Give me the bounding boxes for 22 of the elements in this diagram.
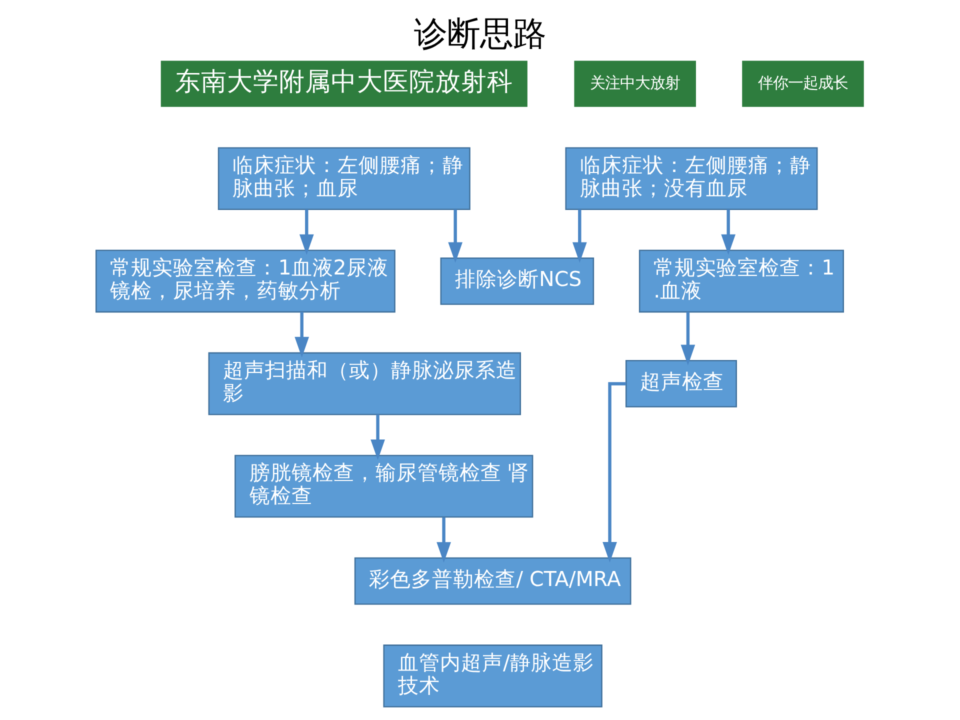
node-box: 超声扫描和（或）静脉泌尿系造影: [208, 352, 522, 416]
arrow: [370, 414, 385, 460]
node-box: 膀胱镜检查，输尿管镜检查 肾镜检查: [234, 454, 534, 518]
arrow: [448, 209, 463, 263]
arrow: [436, 517, 451, 563]
diagram-title: 诊断思路: [414, 14, 546, 54]
node-box: 临床症状：左侧腰痛；静脉曲张；没有血尿: [565, 147, 818, 210]
node-box: 临床症状：左侧腰痛；静脉曲张；血尿: [218, 147, 470, 210]
arrow: [721, 209, 736, 255]
arrow: [294, 312, 310, 358]
node-box: 排除诊断NCS: [440, 257, 594, 305]
label: 伴你一起成长: [758, 74, 848, 92]
label: 东南大学附属中大医院放射科: [175, 67, 514, 98]
node-box: 常规实验室检查：1血液2尿液镜检，尿培养，药敏分析: [95, 250, 396, 313]
node-box: 常规实验室检查：1.血液: [638, 250, 844, 313]
arrow: [680, 312, 696, 366]
node-box: 彩色多普勒检查/ CTA/MRA: [354, 557, 632, 605]
arrow: [572, 209, 587, 263]
arrow: [299, 209, 314, 255]
label: 关注中大放射: [590, 74, 680, 92]
node-box: 血管内超声/静脉造影技术: [383, 644, 602, 708]
node-box: 超声检查: [625, 360, 737, 408]
